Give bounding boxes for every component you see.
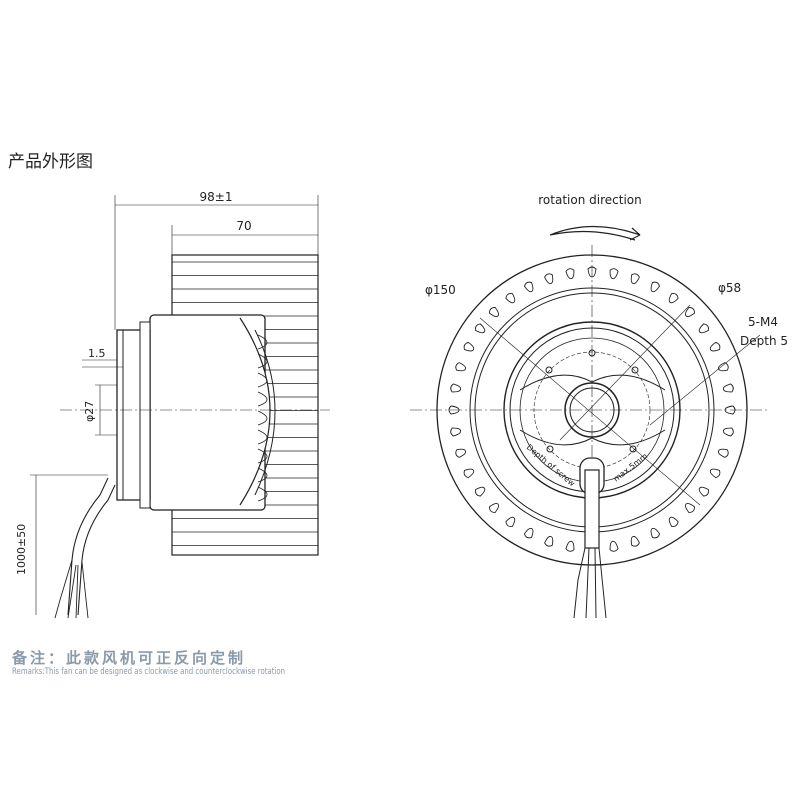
vent-hole — [475, 323, 486, 334]
vent-hole — [505, 516, 516, 527]
dim-flange-thickness: 1.5 — [88, 347, 106, 360]
vent-hole — [722, 427, 734, 437]
vent-hole — [709, 341, 721, 352]
motor-fin — [257, 410, 268, 426]
vent-hole — [523, 281, 534, 293]
vent-hole — [544, 535, 554, 547]
vent-hole — [698, 486, 709, 497]
dim-hub-diameter: φ27 — [83, 401, 96, 422]
vent-hole — [717, 448, 729, 458]
motor-fin — [257, 448, 268, 464]
remark-english: Remarks:This fan can be designed as cloc… — [12, 667, 286, 677]
motor-fin — [257, 353, 268, 369]
motor-fin — [257, 467, 268, 483]
screw-spec: 5-M4 — [748, 315, 778, 329]
motor-fin — [257, 429, 268, 445]
front-view: rotation direction φ150 φ58 5-M4 Depth 5… — [410, 193, 788, 619]
vent-hole — [565, 268, 575, 280]
motor-fin — [257, 372, 268, 388]
vent-hole — [650, 281, 661, 293]
vent-hole — [448, 405, 460, 415]
motor-fin — [257, 486, 268, 502]
dim-outer-diameter: φ150 — [425, 283, 456, 297]
vent-hole — [450, 427, 462, 437]
page-title: 产品外形图 — [8, 152, 93, 172]
vent-hole — [463, 468, 475, 479]
side-view: 98±1 70 1.5 φ27 1000±50 — [15, 190, 330, 619]
vent-hole — [523, 527, 534, 539]
dim-cable-length: 1000±50 — [15, 524, 28, 575]
vent-hole — [668, 516, 679, 527]
vent-hole — [609, 540, 619, 552]
dim-blade-width: 70 — [236, 219, 251, 233]
vent-hole — [650, 527, 661, 539]
dim-hub-diameter-front: φ58 — [718, 281, 741, 295]
vent-hole — [717, 362, 729, 372]
vent-hole — [668, 293, 679, 304]
motor-fin — [257, 334, 268, 350]
dim-overall-width: 98±1 — [200, 190, 233, 204]
rotation-arrow-icon — [549, 225, 641, 241]
rotation-direction-label: rotation direction — [538, 193, 641, 207]
vent-hole — [475, 486, 486, 497]
vent-hole — [455, 448, 467, 458]
motor-fin — [257, 391, 268, 407]
vent-hole — [630, 273, 640, 285]
depth-of-screw-note: Depth of screw — [525, 443, 577, 489]
vent-hole — [709, 468, 721, 479]
vent-hole — [698, 323, 709, 334]
vent-hole — [684, 502, 695, 513]
screw-depth: Depth 5 — [740, 334, 788, 348]
vent-hole — [450, 383, 462, 393]
vent-hole — [609, 268, 619, 280]
vent-hole — [489, 307, 500, 318]
vent-hole — [722, 383, 734, 393]
vent-hole — [630, 535, 640, 547]
vent-hole — [505, 293, 516, 304]
vent-hole — [684, 307, 695, 318]
vent-hole — [565, 540, 575, 552]
vent-hole — [544, 273, 554, 285]
max-depth-note: max.5mm — [612, 451, 650, 483]
vent-hole — [489, 502, 500, 513]
vent-hole — [455, 362, 467, 372]
remark-chinese: 备注：此款风机可正反向定制 — [12, 649, 247, 667]
vent-hole — [463, 341, 475, 352]
